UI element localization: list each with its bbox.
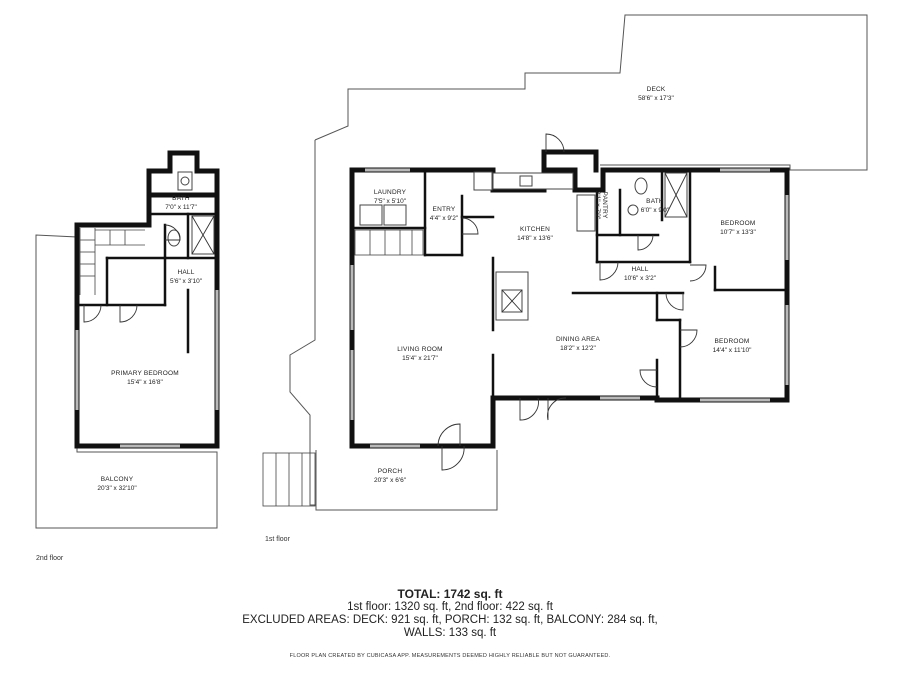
door-swing (119, 304, 138, 323)
excluded-areas: EXCLUDED AREAS: DECK: 921 sq. ft, PORCH:… (242, 614, 658, 626)
room-label: KITCHEN (520, 226, 550, 233)
door-swing (83, 304, 102, 323)
room-label: DECK (647, 86, 666, 93)
door-swing (689, 264, 707, 282)
door-swing (437, 423, 461, 447)
door-swing (461, 217, 479, 235)
room-dimensions: 10'7" x 13'3" (720, 229, 756, 236)
drain-icon (180, 176, 190, 186)
sink-icon (519, 175, 533, 187)
door-swing (164, 224, 181, 241)
walls-area: WALLS: 133 sq. ft (403, 627, 497, 639)
door-swing (441, 445, 465, 471)
area-summary: TOTAL: 1742 sq. ft 1st floor: 1320 sq. f… (0, 588, 900, 640)
room-label: ENTRY (433, 206, 456, 213)
deck-outline (314, 14, 868, 171)
room-dimensions: 20'3" x 32'10" (97, 485, 137, 492)
room-dimensions: 14'4" x 11'10" (713, 347, 752, 354)
exterior-walls (349, 167, 790, 449)
room-dimensions: 18'2" x 12'2" (560, 345, 596, 352)
room-label: PANTRY (601, 192, 608, 219)
floor-label: 2nd floor (36, 555, 64, 562)
floor-areas: 1st floor: 1320 sq. ft, 2nd floor: 422 s… (347, 601, 553, 613)
disclaimer: FLOOR PLAN CREATED BY CUBICASA APP. MEAS… (289, 653, 611, 659)
room-dimensions: 15'4" x 21'7" (402, 355, 438, 362)
room-dimensions: 3'1" x 7'0" (594, 191, 601, 220)
room-dimensions: 6'0" x 9'0" (641, 207, 670, 214)
room-label: PORCH (378, 468, 403, 475)
second-floor-plan (35, 150, 220, 529)
room-label: HALL (631, 266, 648, 273)
door-swing (637, 234, 654, 251)
door-swing (665, 292, 684, 311)
room-label: DINING AREA (556, 336, 601, 343)
door-swing (599, 261, 619, 281)
toilet-icon (634, 177, 648, 195)
room-label: HALL (177, 269, 194, 276)
first-floor-plan (262, 14, 868, 511)
porch-outline (315, 450, 498, 511)
room-label: PRIMARY BEDROOM (111, 370, 179, 377)
room-dimensions: 58'6" x 17'3" (638, 95, 674, 102)
fireplace-icon (495, 271, 529, 321)
room-label: BATH (172, 195, 190, 202)
porch-steps (262, 452, 316, 507)
room-dimensions: 20'3" x 6'6" (374, 477, 407, 484)
bath-bump-wall (146, 150, 220, 198)
fridge-icon (473, 171, 493, 191)
door-swing (545, 133, 565, 153)
room-label: LAUNDRY (374, 189, 407, 196)
room-dimensions: 10'6" x 3'2" (624, 275, 657, 282)
room-label: LIVING ROOM (397, 346, 443, 353)
first-floor-labels: DECK 58'6" x 17'3" LAUNDRY 7'5" x 5'10" … (265, 86, 757, 543)
dryer-icon (383, 204, 407, 226)
primary-bedroom-walls (74, 192, 220, 449)
washer-icon (359, 204, 383, 226)
door-swing (519, 397, 539, 421)
door-swing (639, 369, 658, 388)
back-entry-wall (541, 149, 599, 173)
stairs (79, 228, 145, 295)
room-dimensions: 7'5" x 5'10" (374, 198, 407, 205)
room-dimensions: 14'8" x 13'6" (517, 235, 553, 242)
room-label: BEDROOM (721, 220, 756, 227)
room-dimensions: 4'4" x 9'2" (430, 215, 459, 222)
deck-west-edge (289, 140, 316, 506)
second-floor-labels: BATH 7'0" x 11'7" HALL 5'6" x 3'10" PRIM… (36, 195, 203, 562)
room-dimensions: 7'0" x 11'7" (165, 204, 197, 211)
stairs (354, 229, 424, 256)
kitchen-counter (492, 172, 574, 190)
sink-icon (627, 204, 639, 216)
door-swing (679, 329, 698, 348)
room-label: BEDROOM (715, 338, 750, 345)
floor-label: 1st floor (265, 536, 291, 543)
room-label: BALCONY (101, 476, 134, 483)
room-label: BATH (646, 198, 664, 205)
total-area: TOTAL: 1742 sq. ft (397, 587, 503, 601)
room-dimensions: 15'4" x 16'8" (127, 379, 163, 386)
stove-icon (576, 194, 596, 232)
room-dimensions: 5'6" x 3'10" (170, 278, 203, 285)
door-swing (547, 397, 567, 421)
